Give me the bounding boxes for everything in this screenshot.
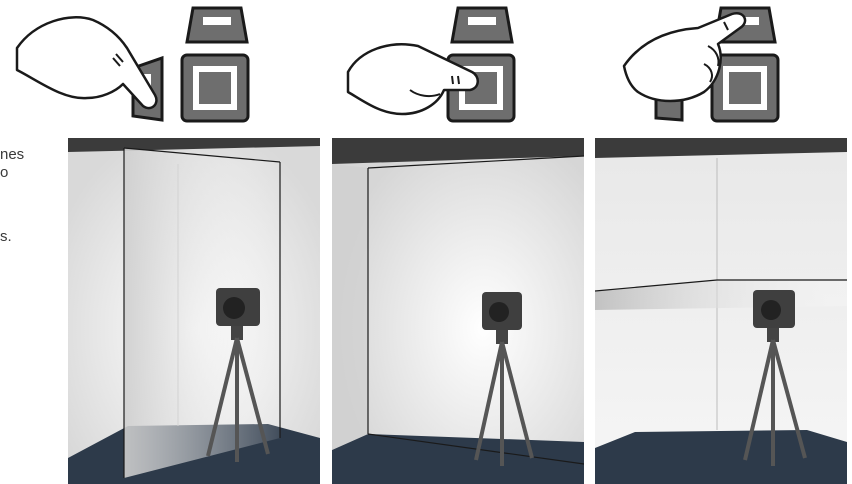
- room-panel-cross-lines: [332, 138, 584, 484]
- room-wall: [332, 138, 584, 484]
- front-button-icon: [182, 55, 248, 121]
- top-button-icon: [187, 8, 247, 42]
- side-text-line-2: o: [0, 164, 60, 182]
- room-panel-horizontal-line: [595, 138, 847, 484]
- room-panel-vertical-line: [68, 138, 320, 484]
- side-text-line-3: s.: [0, 228, 60, 246]
- button-illustration-3: [620, 0, 810, 128]
- button-illustration-1: [15, 0, 260, 128]
- top-button-icon: [452, 8, 512, 42]
- front-button-icon: [712, 55, 778, 121]
- side-text-line-1: nes: [0, 146, 60, 164]
- room-floor: [595, 430, 847, 484]
- hand-icon: [17, 17, 156, 108]
- button-illustration-2: [340, 0, 540, 128]
